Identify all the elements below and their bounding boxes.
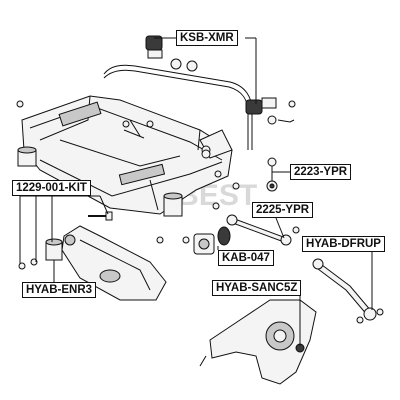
hardware-bolts xyxy=(16,100,240,244)
subframe-bushing-front xyxy=(17,146,37,167)
upper-control-rod xyxy=(226,214,300,246)
callout-2223-ypr: 2223-YPR xyxy=(290,164,352,180)
subframe-bushing-rear xyxy=(163,192,183,217)
callout-2225-ypr: 2225-YPR xyxy=(252,202,314,218)
callout-hyab-enr3: HYAB-ENR3 xyxy=(22,282,97,298)
callout-hyab-dfrup: HYAB-DFRUP xyxy=(302,236,385,252)
trailing-link-arm xyxy=(312,258,384,324)
stabilizer-bushing-left xyxy=(145,35,198,72)
callout-kab-047: KAB-047 xyxy=(218,250,274,266)
leader-lines xyxy=(19,37,373,346)
callout-hyab-sanc5z: HYAB-SANC5Z xyxy=(212,280,302,296)
stabilizer-end-link xyxy=(266,157,278,192)
lower-control-arm xyxy=(61,225,167,301)
rear-knuckle xyxy=(199,299,317,385)
callout-1229-001-kit: 1229-001-KIT xyxy=(12,180,91,196)
callout-ksb-xmr: KSB-XMR xyxy=(176,30,238,46)
lower-arm-bolt-kit xyxy=(18,211,113,270)
kab-047-bushing xyxy=(193,226,231,255)
hyab-enr3-bushing xyxy=(45,238,63,261)
stabilizer-bushing-right xyxy=(245,97,296,125)
